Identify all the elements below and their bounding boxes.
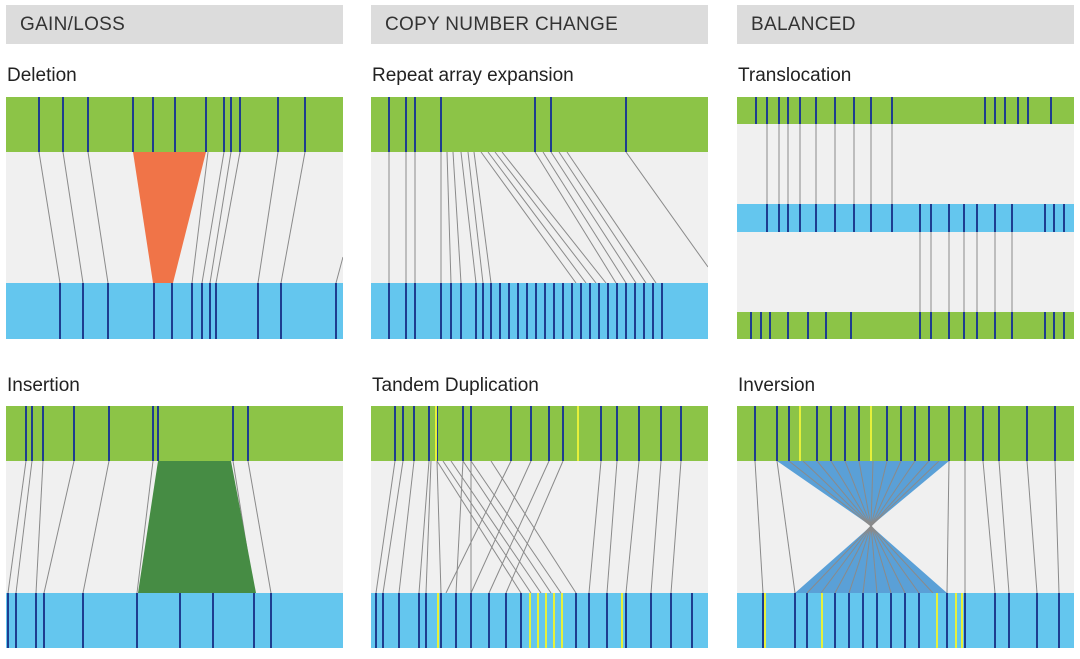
panel-title-inversion: Inversion — [738, 375, 816, 396]
column-header-balanced: BALANCED — [737, 5, 1074, 44]
column-header-label: GAIN/LOSS — [20, 13, 126, 35]
column-header-copy-number-change: COPY NUMBER CHANGE — [371, 5, 708, 44]
insertion-diagram — [6, 406, 343, 648]
tandem-duplication-diagram — [371, 406, 708, 648]
translocation-diagram — [737, 97, 1074, 339]
panel-title-tandem-duplication: Tandem Duplication — [372, 375, 539, 396]
column-header-label: BALANCED — [751, 13, 856, 35]
deletion-diagram — [6, 97, 343, 339]
panel-title-repeat-array-expansion: Repeat array expansion — [372, 65, 574, 86]
column-header-gain-loss: GAIN/LOSS — [6, 5, 343, 44]
panel-title-insertion: Insertion — [7, 375, 80, 396]
repeat-array-expansion-diagram — [371, 97, 708, 339]
panel-title-deletion: Deletion — [7, 65, 77, 86]
panel-title-translocation: Translocation — [738, 65, 852, 86]
inversion-diagram — [737, 406, 1074, 648]
column-header-label: COPY NUMBER CHANGE — [385, 13, 619, 35]
